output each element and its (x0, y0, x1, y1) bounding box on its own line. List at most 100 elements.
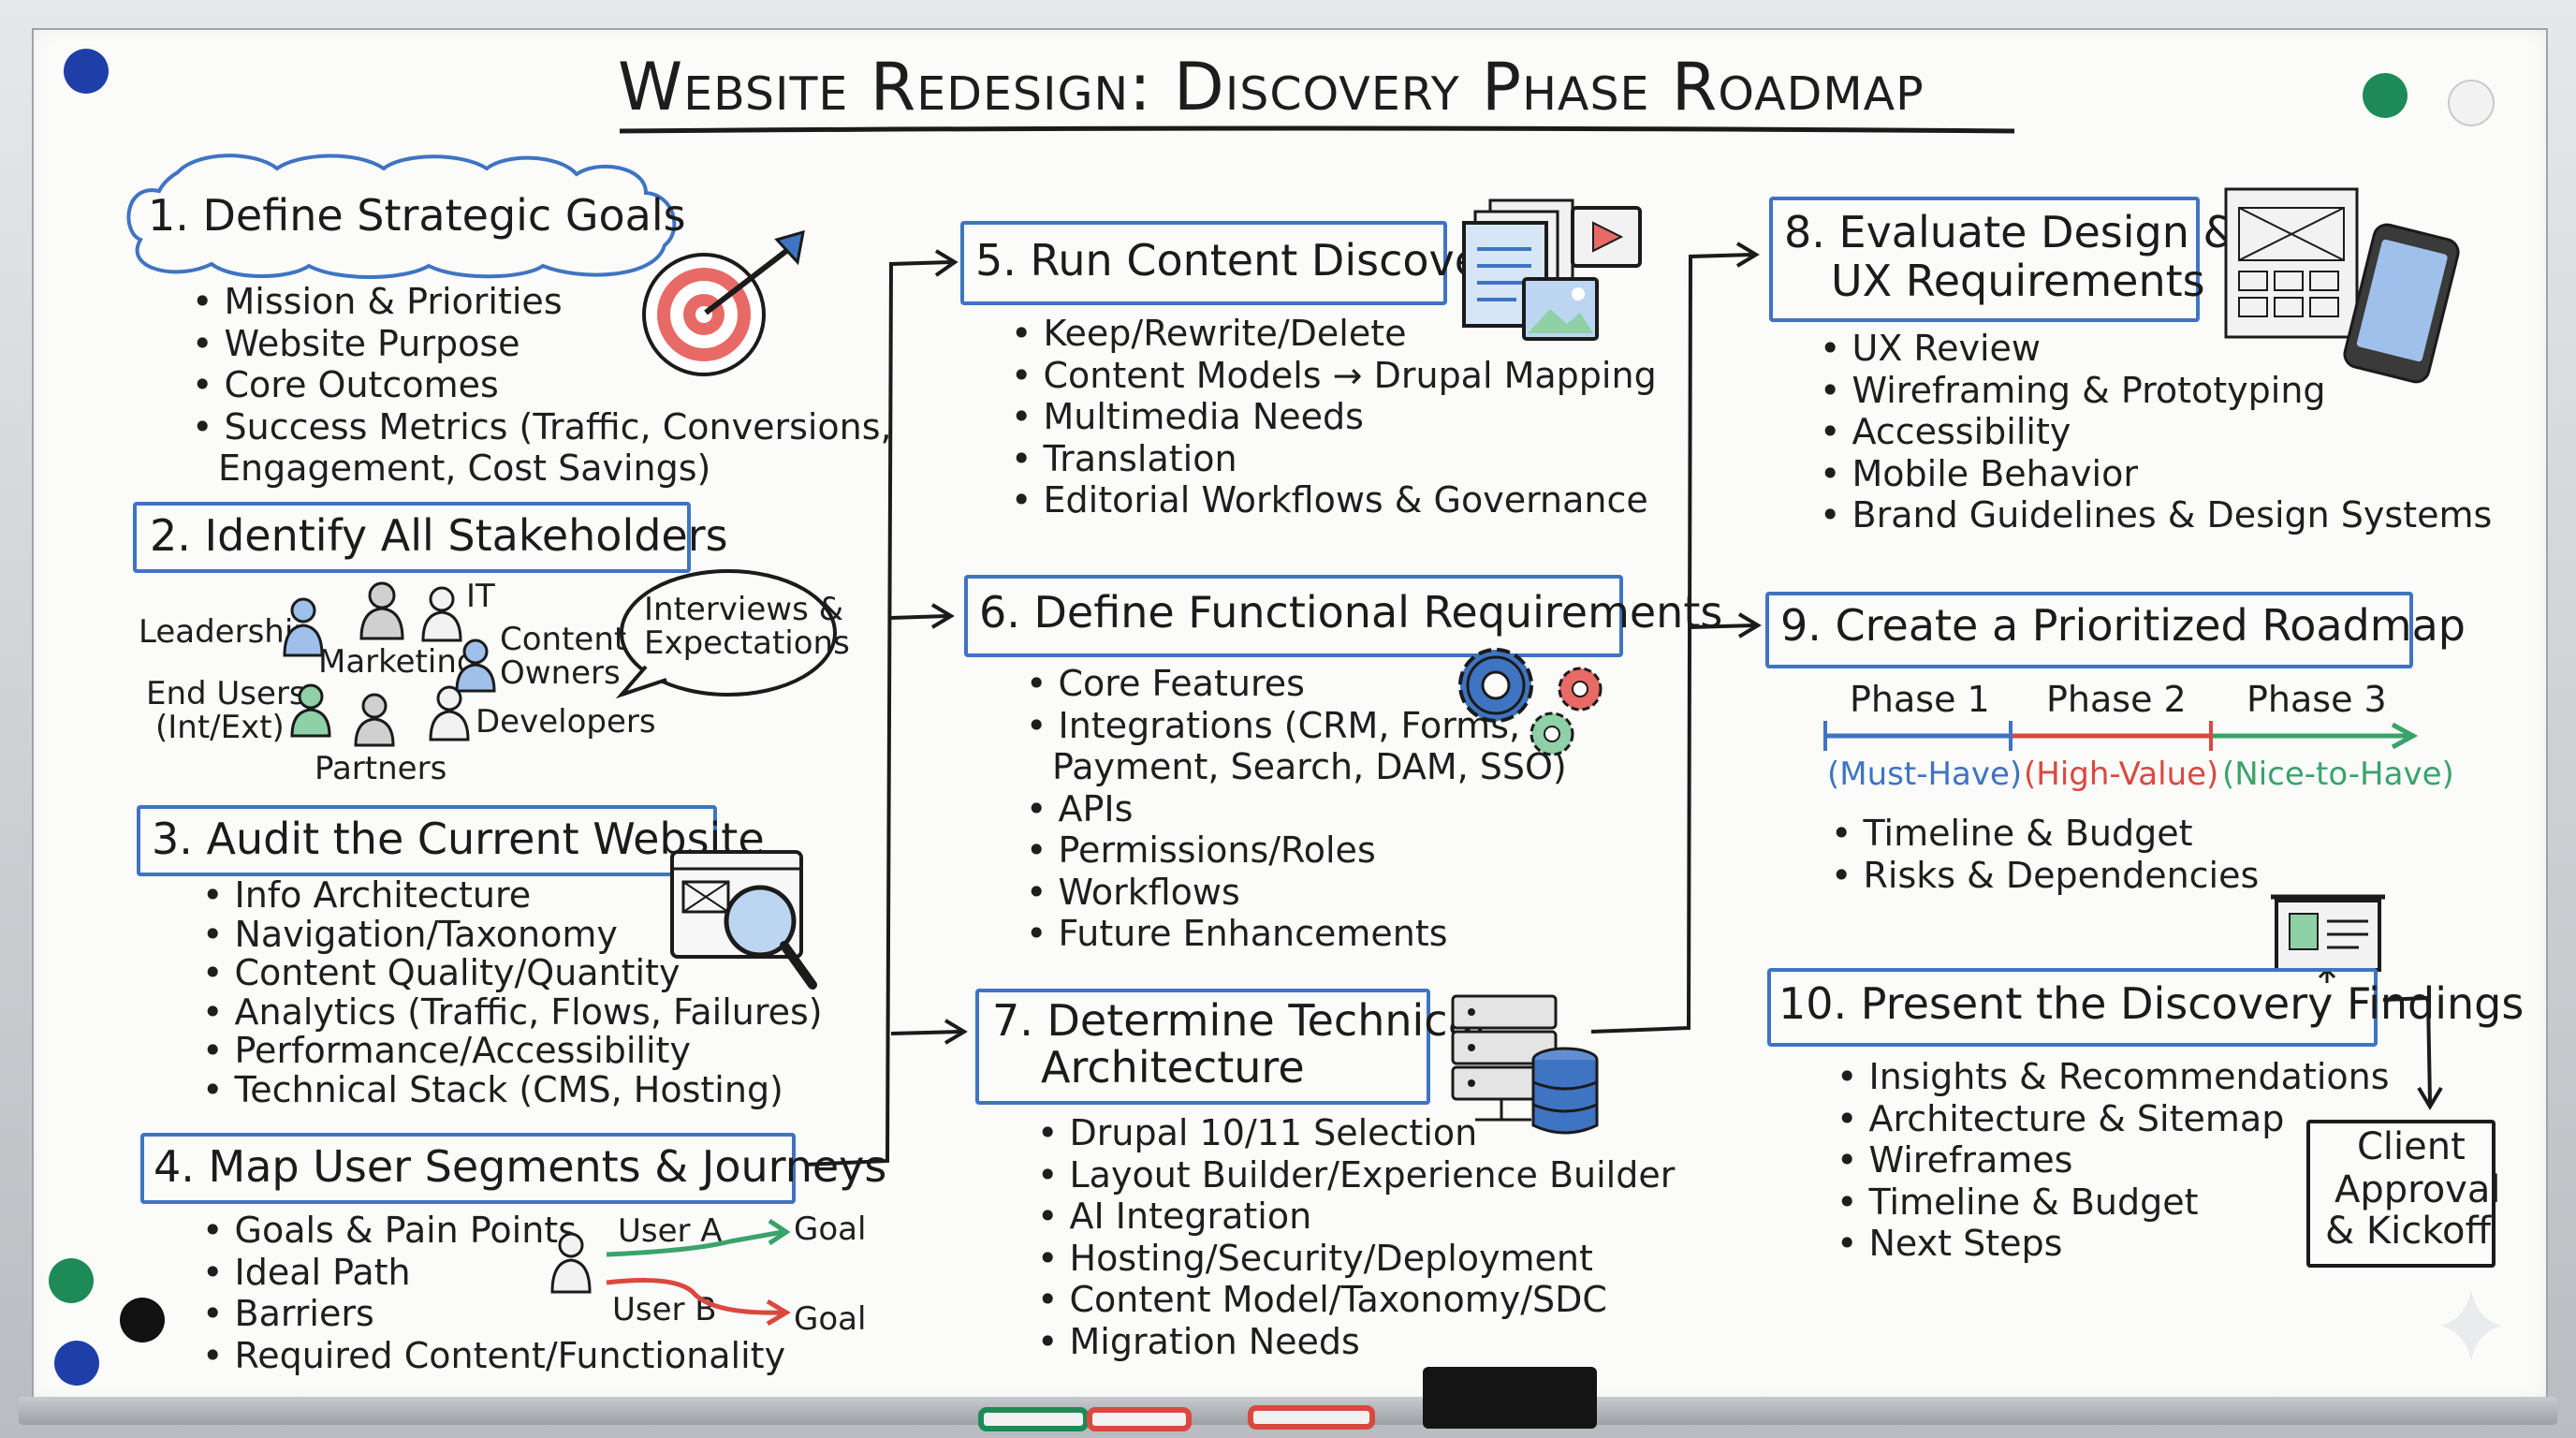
connector-7-to-right (1590, 253, 1753, 1034)
person-icon (283, 597, 324, 657)
journey-path-b (606, 1278, 783, 1315)
connector-to-step7 (890, 1030, 961, 1035)
bullet: Next Steps (1837, 1223, 2390, 1265)
phase3-tag: (Nice-to-Have) (2222, 756, 2454, 793)
bullet: Core Outcomes (192, 364, 892, 406)
step1-title: 1. Define Strategic Goals (148, 190, 686, 241)
stakeholder-developers: Developers (476, 703, 656, 741)
blue-magnet-icon (54, 1341, 99, 1386)
red-marker-icon (1248, 1405, 1375, 1430)
speech-bubble (620, 569, 837, 697)
bullet: Workflows (1026, 872, 1567, 914)
black-magnet-icon (120, 1298, 165, 1343)
bullet: Migration Needs (1037, 1321, 1675, 1363)
approval-box (2306, 1120, 2496, 1268)
approval-text: Approval (2334, 1168, 2501, 1211)
bullet: Core Features (1026, 663, 1567, 705)
bullet: Timeline & Budget (1837, 1181, 2390, 1224)
step8-bullets: UX Review Wireframing & Prototyping Acce… (1820, 328, 2493, 536)
step3-title: 3. Audit the Current Website (152, 814, 765, 864)
phase2-tag: (High-Value) (2024, 756, 2219, 793)
bullet: Integrations (CRM, Forms, (1026, 705, 1567, 747)
step10-box (1767, 968, 2378, 1047)
bullet: Wireframes (1837, 1139, 2390, 1181)
bullet: Editorial Workflows & Governance (1011, 479, 1657, 521)
bullet: AI Integration (1037, 1196, 1675, 1238)
step9-bullets: Timeline & Budget Risks & Dependencies (1831, 813, 2260, 896)
white-magnet-icon (2448, 80, 2495, 126)
blue-magnet-icon (64, 49, 109, 94)
bullet: Layout Builder/Experience Builder (1037, 1154, 1676, 1196)
step5-box (960, 221, 1447, 305)
bullet: Permissions/Roles (1026, 829, 1567, 872)
journey-goal-a: Goal (794, 1211, 867, 1248)
step7-box (975, 989, 1430, 1105)
green-magnet-icon (2363, 73, 2408, 118)
person-icon (421, 586, 462, 642)
person-icon (354, 693, 395, 747)
bullet: Success Metrics (Traffic, Conversions, (192, 406, 892, 448)
green-magnet-icon (49, 1258, 94, 1303)
speech-bubble-text: Interviews & (644, 591, 844, 628)
bullet: Drupal 10/11 Selection (1037, 1112, 1675, 1154)
bullet: Goals & Pain Points (202, 1210, 785, 1252)
bullet: Technical Stack (CMS, Hosting) (202, 1070, 823, 1110)
stakeholder-marketing: Marketing (318, 643, 477, 681)
bullet: Architecture & Sitemap (1837, 1098, 2390, 1140)
person-icon (290, 683, 331, 738)
stakeholder-it: IT (466, 578, 495, 615)
bullet: Content Quality/Quantity (202, 953, 823, 993)
bullet: Brand Guidelines & Design Systems (1820, 494, 2493, 536)
bullet: Info Architecture (202, 875, 823, 916)
step9-box (1765, 592, 2413, 668)
connector-4-to-middle (804, 260, 952, 1167)
bullet: Content Models → Drupal Mapping (1011, 355, 1657, 397)
connector-to-step6 (890, 614, 948, 620)
step1-bullets: Mission & Priorities Website Purpose Cor… (192, 281, 892, 490)
stakeholder-content-owners: Content (500, 621, 627, 658)
step2-title: 2. Identify All Stakeholders (150, 510, 728, 561)
bullet: Website Purpose (192, 323, 892, 365)
approval-text: & Kickoff (2325, 1210, 2492, 1253)
step3-bullets: Info Architecture Navigation/Taxonomy Co… (202, 875, 823, 1110)
step4-bullets: Goals & Pain Points Ideal Path Barriers … (202, 1210, 786, 1376)
step5-bullets: Keep/Rewrite/Delete Content Models → Dru… (1011, 313, 1657, 521)
bullet: Insights & Recommendations (1837, 1056, 2390, 1098)
step10-title: 10. Present the Discovery Findings (1778, 978, 2525, 1029)
page-title: Website Redesign: Discovery Phase Roadma… (618, 49, 1925, 125)
journey-goal-b: Goal (794, 1300, 867, 1338)
stakeholder-partners: Partners (315, 750, 447, 787)
step2-box (133, 502, 691, 573)
step7-title: 7. Determine Technical (992, 995, 1486, 1046)
step3-box (137, 805, 717, 876)
speech-bubble-text: Expectations (644, 624, 850, 662)
step8-box (1769, 197, 2200, 322)
bullet: Content Model/Taxonomy/SDC (1037, 1279, 1675, 1321)
step8-title: 8. Evaluate Design & (1784, 207, 2237, 257)
step9-title: 9. Create a Prioritized Roadmap (1780, 600, 2466, 651)
red-marker-icon (1087, 1407, 1192, 1431)
stakeholder-end-users: End Users (146, 675, 306, 712)
bullet: Translation (1011, 438, 1657, 480)
step6-box (964, 575, 1623, 657)
phase3-label: Phase 3 (2247, 679, 2387, 720)
journey-path-a (606, 1229, 783, 1257)
eraser-icon (1423, 1367, 1597, 1429)
person-icon (429, 685, 470, 741)
step6-bullets: Core Features Integrations (CRM, Forms, … (1026, 663, 1567, 955)
bullet: Future Enhancements (1026, 913, 1567, 955)
step8-title: UX Requirements (1831, 256, 2205, 306)
step10-bullets: Insights & Recommendations Architecture … (1837, 1056, 2390, 1265)
bullet: Performance/Accessibility (202, 1031, 823, 1071)
